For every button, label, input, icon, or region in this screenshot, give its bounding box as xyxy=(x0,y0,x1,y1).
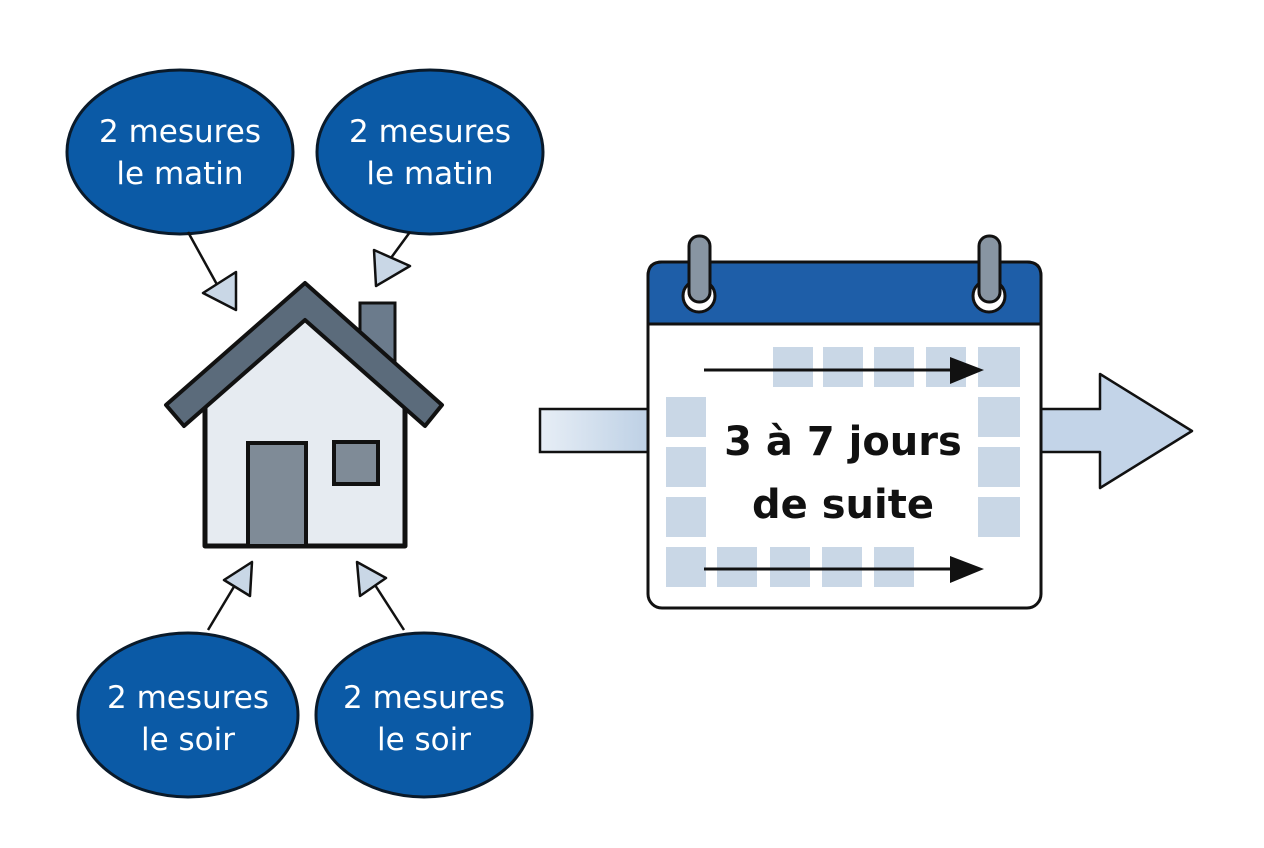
arrow-evening-left xyxy=(206,560,254,631)
arrow-morning-right xyxy=(372,231,412,288)
bubble-line1: 2 mesures xyxy=(99,114,261,150)
bubble-morning-left: 2 mesures le matin xyxy=(65,68,295,236)
bubble-line2: le soir xyxy=(377,722,471,758)
calendar-line2: de suite xyxy=(752,482,934,528)
house-icon xyxy=(164,281,444,549)
bubble-line1: 2 mesures xyxy=(107,680,269,716)
bubble-line1: 2 mesures xyxy=(349,114,511,150)
calendar-icon: 3 à 7 jours de suite xyxy=(646,234,1043,610)
arrow-evening-right xyxy=(355,560,406,631)
arrow-morning-left xyxy=(186,231,238,312)
calendar-line1: 3 à 7 jours xyxy=(724,419,962,465)
bubble-line2: le matin xyxy=(366,156,493,192)
bubble-line2: le soir xyxy=(141,722,235,758)
bubble-evening-right: 2 mesures le soir xyxy=(314,631,534,799)
bubble-line1: 2 mesures xyxy=(343,680,505,716)
bubble-morning-right: 2 mesures le matin xyxy=(315,68,545,236)
bubble-evening-left: 2 mesures le soir xyxy=(76,631,300,799)
timeline-arrow xyxy=(538,372,1194,490)
bubble-line2: le matin xyxy=(116,156,243,192)
